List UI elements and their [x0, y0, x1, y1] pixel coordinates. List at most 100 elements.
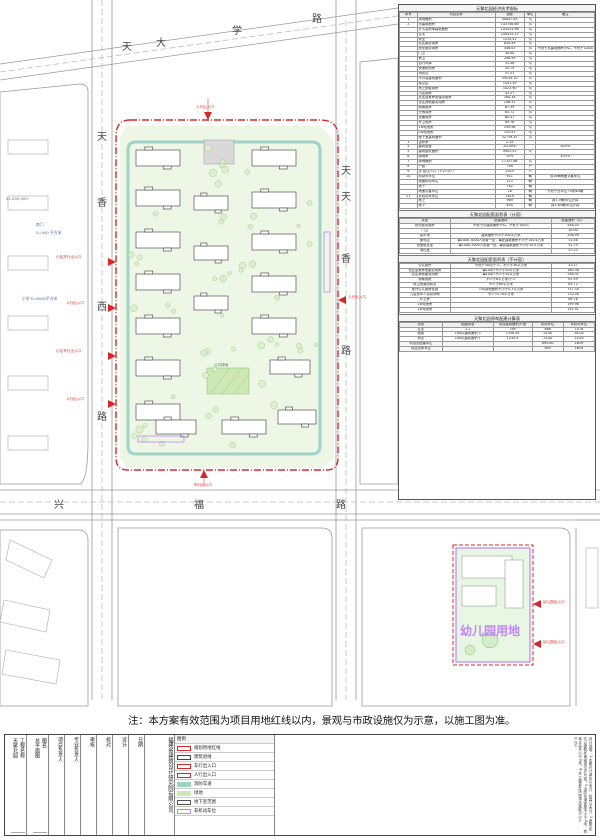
- legend-swatch: [177, 799, 191, 805]
- tree-symbol: [205, 412, 212, 420]
- parking-row-cell: [492, 346, 533, 353]
- tree-symbol: [239, 261, 247, 270]
- park-label: 公共绿地: [214, 362, 229, 367]
- tree-symbol: [227, 271, 232, 276]
- gate-south-label: 车行出入口: [194, 482, 212, 487]
- tree-symbol: [152, 210, 159, 217]
- design-notes: 设计说明：1.本图尺寸单位以米计，标高以米计。2.建筑定位以建筑外墙轴线交点为准…: [573, 737, 593, 833]
- west-road-char-2: 香: [97, 197, 107, 209]
- tree-symbol: [247, 224, 253, 230]
- tree-symbol: [131, 432, 138, 439]
- tb-project-name-label: 工程名称: [18, 737, 25, 833]
- facility-row-cell: 每1000-3000人设置一处，每处建筑面积不小于100平方米: [449, 237, 553, 244]
- building-footprint: [269, 356, 311, 378]
- kg-gate-label-1: 幼儿园出入口: [543, 599, 565, 604]
- legend-swatch: [177, 745, 191, 751]
- kindergarten-site: 幼儿园用地: [452, 544, 534, 666]
- tb-role-4: 校对: [97, 735, 113, 835]
- tree-symbol: [221, 165, 229, 174]
- building-footprint: [221, 416, 267, 438]
- legend-item: 建筑退线: [175, 753, 274, 762]
- facility-row-cell: [449, 247, 553, 254]
- tree-symbol: [296, 223, 301, 228]
- gate-north-label: 人行出入口: [196, 104, 214, 109]
- kg-gate-label-2: 幼儿园出入口: [543, 639, 565, 644]
- tree-symbol: [200, 349, 208, 357]
- tree-symbol: [134, 261, 139, 266]
- west-road-char-1: 天: [97, 132, 107, 143]
- residential-buildings: [135, 146, 317, 438]
- legend-panel: 图例 规划用地红线建筑退线车行出入口人行出入口消防车道绿地地下室范围非机动车位: [175, 735, 275, 835]
- gate-west-label-3: 小区车行出入口: [56, 348, 82, 353]
- econ-row-cell: 辆: [523, 203, 537, 210]
- tree-symbol: [204, 145, 212, 153]
- parking-row-cell: 895: [531, 346, 564, 353]
- north-road-char-1: 天: [122, 42, 132, 53]
- tree-symbol: [257, 341, 265, 350]
- parking-table-title: 天聚北园停车配建计算表: [399, 314, 595, 322]
- facility-row-cell: 57.23: [551, 247, 595, 254]
- facility-2-row-cell: [449, 306, 553, 313]
- tree-symbol: [244, 169, 251, 175]
- tb-drawing-name: 图名 总平面图: [27, 735, 49, 835]
- building-footprint: [155, 416, 197, 438]
- building-footprint: [135, 146, 181, 170]
- west-road-char-3: 西: [97, 302, 107, 313]
- west-parcel-annotations: 52,000,000 南门 S=400 平方米 小学 S=8000平方米: [6, 196, 62, 301]
- kindergarten-label: 幼儿园用地: [460, 623, 520, 638]
- legend-label: 非机动车位: [194, 809, 216, 814]
- legend-swatch: [177, 808, 191, 814]
- legend-swatch: [177, 772, 191, 778]
- tree-symbol: [135, 425, 144, 434]
- road-labels: 天 大 学 路 天 香 西 路 天 天 香 路 兴 福 路: [54, 12, 351, 511]
- east-road-char-4: 路: [341, 344, 351, 357]
- legend-swatch: [177, 790, 191, 796]
- building-footprint: [193, 292, 229, 314]
- econ-row-cell: 按1.65辆/车位计算: [535, 203, 595, 210]
- gate-west-marker-2: [108, 304, 116, 312]
- building-footprint: [251, 146, 297, 170]
- legend-label: 建筑退线: [194, 755, 212, 760]
- legend-label: 地下室范围: [194, 800, 216, 805]
- east-road-char-2: 天: [341, 192, 351, 203]
- legend-item: 消防车道: [175, 780, 274, 789]
- west-annotation-2: 南门: [36, 222, 44, 227]
- tree-symbol: [212, 276, 218, 282]
- tree-symbol: [229, 441, 236, 449]
- west-annotation-1: 52,000,000: [6, 196, 28, 201]
- landscape-trees: [128, 145, 319, 449]
- title-block: 工程名称 天聚北园 图名 总平面图 项目负责人 专业负责人 审核 校对 设计 日…: [4, 734, 596, 836]
- kg-gate-marker-2: [533, 640, 541, 648]
- west-road-char-4: 路: [97, 410, 107, 423]
- tree-symbol: [307, 200, 313, 206]
- tb-company: 福建省建筑设计研究院有限公司: [145, 735, 175, 835]
- building-footprint: [135, 228, 181, 252]
- gate-west-label-1: 小区车行出入口: [56, 254, 82, 259]
- legend-item: 规划用地红线: [175, 744, 274, 753]
- gate-west-label-2: 人行出入口: [66, 300, 84, 305]
- parking-row-cell: 1619: [562, 346, 595, 353]
- legend-label: 车行出入口: [194, 764, 216, 769]
- south-road-char-1: 兴: [54, 499, 64, 511]
- econ-row-cell: 不低于总建筑面积3‰，不低于100㎡: [535, 46, 595, 53]
- legend-swatch: [177, 781, 191, 787]
- building-footprint: [193, 242, 229, 264]
- gate-west-marker-4: [108, 400, 116, 408]
- tree-symbol: [128, 251, 135, 258]
- parking-row-cell: [441, 346, 494, 353]
- tree-symbol: [296, 342, 302, 349]
- tb-drawing-name-value: 总平面图: [33, 737, 40, 833]
- tb-project-name: 工程名称 天聚北园: [5, 735, 27, 835]
- kg-gate-marker-1: [533, 600, 541, 608]
- building-footprint: [135, 356, 181, 380]
- legend-item: 人行出入口: [175, 771, 274, 780]
- north-road-char-2: 大: [156, 36, 166, 49]
- tree-symbol: [136, 254, 143, 261]
- facility-row-cell: 每1000-3000人设置一处，每处建筑面积不小于20平方米: [449, 242, 553, 249]
- tree-symbol: [208, 168, 217, 177]
- project-site: [115, 119, 339, 471]
